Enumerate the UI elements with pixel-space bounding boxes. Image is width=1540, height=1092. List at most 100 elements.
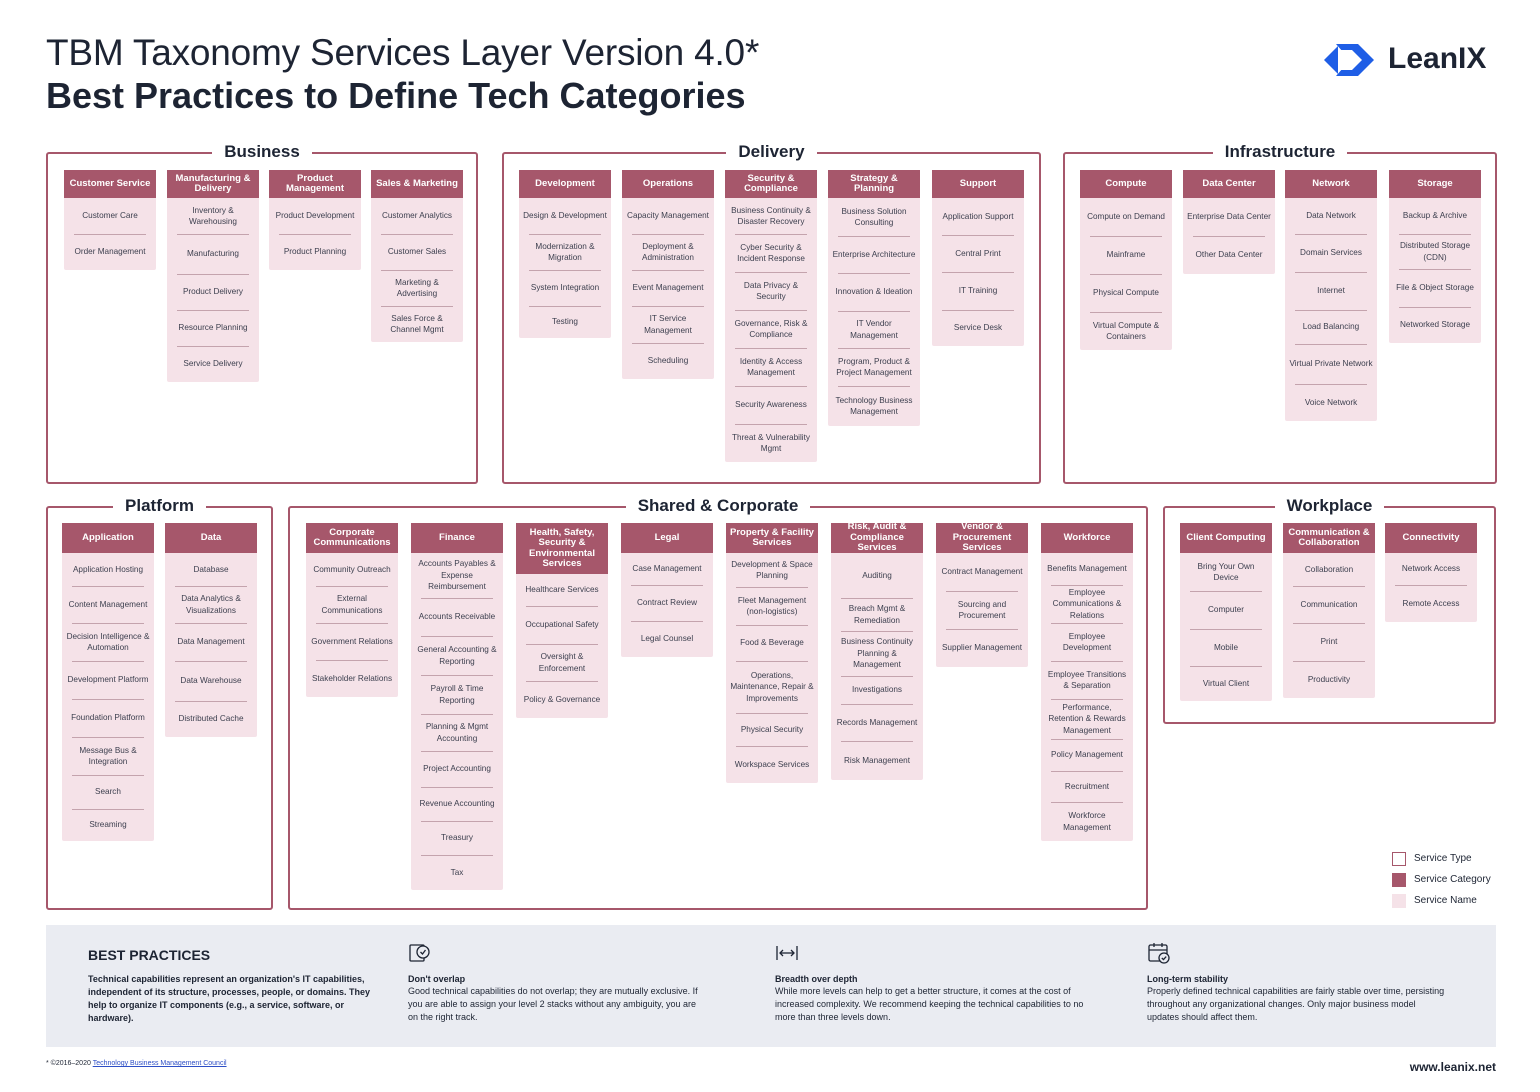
service-name-compute-on-demand[interactable]: Compute on Demand: [1087, 212, 1165, 222]
service-name-data-management[interactable]: Data Management: [165, 623, 257, 661]
service-category-title[interactable]: Workforce: [1041, 523, 1133, 553]
service-category-title[interactable]: Security & Compliance: [725, 170, 817, 198]
service-name-it-service-management[interactable]: IT Service Management: [622, 306, 714, 343]
leanix-logo[interactable]: LeanIX: [1322, 40, 1502, 82]
service-name-product-planning[interactable]: Product Planning: [269, 234, 361, 270]
service-name-recruitment[interactable]: Recruitment: [1041, 771, 1133, 802]
service-name-event-management[interactable]: Event Management: [622, 270, 714, 306]
service-name-product-delivery[interactable]: Product Delivery: [167, 274, 259, 310]
service-name-distributed-storage-cdn[interactable]: Distributed Storage (CDN): [1389, 234, 1481, 269]
service-name-domain-services[interactable]: Domain Services: [1285, 234, 1377, 272]
service-name-computer[interactable]: Computer: [1180, 591, 1272, 629]
service-name-healthcare-services[interactable]: Healthcare Services: [525, 585, 599, 595]
service-name-physical-compute[interactable]: Physical Compute: [1080, 274, 1172, 312]
service-name-modernization-and-migration[interactable]: Modernization & Migration: [519, 234, 611, 270]
service-category-title[interactable]: Health, Safety, Security & Environmental…: [516, 523, 608, 574]
service-name-foundation-platform[interactable]: Foundation Platform: [62, 699, 154, 737]
service-name-collaboration[interactable]: Collaboration: [1304, 564, 1354, 574]
service-name-it-vendor-management[interactable]: IT Vendor Management: [828, 311, 920, 348]
service-name-development-and-space-planning[interactable]: Development & Space Planning: [731, 559, 813, 581]
service-name-physical-security[interactable]: Physical Security: [726, 713, 818, 746]
service-name-benefits-management[interactable]: Benefits Management: [1047, 564, 1127, 574]
service-name-virtual-compute-and-containers[interactable]: Virtual Compute & Containers: [1080, 312, 1172, 350]
service-name-manufacturing[interactable]: Manufacturing: [167, 234, 259, 274]
service-name-application-hosting[interactable]: Application Hosting: [72, 564, 144, 574]
service-name-general-accounting-and-reporting[interactable]: General Accounting & Reporting: [411, 636, 503, 675]
service-name-employee-development[interactable]: Employee Development: [1041, 623, 1133, 661]
service-name-governance-risk-and-compliance[interactable]: Governance, Risk & Compliance: [725, 310, 817, 348]
service-category-title[interactable]: Storage: [1389, 170, 1481, 198]
service-name-search[interactable]: Search: [62, 775, 154, 809]
service-name-internet[interactable]: Internet: [1285, 272, 1377, 310]
service-name-risk-management[interactable]: Risk Management: [831, 741, 923, 780]
service-name-security-awareness[interactable]: Security Awareness: [725, 386, 817, 424]
service-name-threat-and-vulnerability-mgmt[interactable]: Threat & Vulnerability Mgmt: [725, 424, 817, 462]
service-name-data-network[interactable]: Data Network: [1306, 211, 1356, 221]
service-category-title[interactable]: Data: [165, 523, 257, 553]
service-name-communication[interactable]: Communication: [1283, 586, 1375, 623]
service-name-backup-and-archive[interactable]: Backup & Archive: [1402, 211, 1468, 221]
service-name-customer-care[interactable]: Customer Care: [82, 211, 138, 221]
service-name-employee-transitions-and-separation[interactable]: Employee Transitions & Separation: [1041, 661, 1133, 699]
service-name-central-print[interactable]: Central Print: [932, 235, 1024, 272]
service-name-investigations[interactable]: Investigations: [831, 676, 923, 704]
service-name-data-privacy-and-security[interactable]: Data Privacy & Security: [725, 272, 817, 310]
service-name-business-continuity-planning-and-management[interactable]: Business Continuity Planning & Managemen…: [831, 631, 923, 676]
service-category-title[interactable]: Product Management: [269, 170, 361, 198]
service-name-technology-business-management[interactable]: Technology Business Management: [828, 386, 920, 426]
service-category-title[interactable]: Legal: [621, 523, 713, 553]
service-name-design-and-development[interactable]: Design & Development: [523, 211, 607, 221]
service-name-system-integration[interactable]: System Integration: [519, 270, 611, 306]
service-name-auditing[interactable]: Auditing: [862, 570, 892, 580]
service-name-business-continuity-and-disaster-recovery[interactable]: Business Continuity & Disaster Recovery: [731, 205, 811, 227]
service-name-load-balancing[interactable]: Load Balancing: [1285, 310, 1377, 344]
service-name-stakeholder-relations[interactable]: Stakeholder Relations: [306, 660, 398, 697]
service-name-government-relations[interactable]: Government Relations: [306, 623, 398, 660]
service-name-fleet-management-non-logistics[interactable]: Fleet Management (non-logistics): [726, 587, 818, 625]
service-name-testing[interactable]: Testing: [519, 306, 611, 338]
service-name-order-management[interactable]: Order Management: [64, 234, 156, 270]
service-name-accounts-payables-and-expense-reimbursement[interactable]: Accounts Payables & Expense Reimbursemen…: [418, 559, 496, 592]
service-name-breach-mgmt-and-remediation[interactable]: Breach Mgmt & Remediation: [831, 598, 923, 631]
service-name-virtual-client[interactable]: Virtual Client: [1180, 666, 1272, 701]
service-name-print[interactable]: Print: [1283, 623, 1375, 661]
service-name-operations-maintenance-repair-and-improvements[interactable]: Operations, Maintenance, Repair & Improv…: [726, 661, 818, 713]
service-category-title[interactable]: Sales & Marketing: [371, 170, 463, 198]
service-name-food-and-beverage[interactable]: Food & Beverage: [726, 625, 818, 661]
service-name-message-bus-and-integration[interactable]: Message Bus & Integration: [62, 737, 154, 775]
service-name-records-management[interactable]: Records Management: [831, 704, 923, 741]
service-name-performance-retention-and-rewards-management[interactable]: Performance, Retention & Rewards Managem…: [1041, 699, 1133, 739]
service-category-title[interactable]: Customer Service: [64, 170, 156, 198]
service-name-service-desk[interactable]: Service Desk: [932, 310, 1024, 346]
service-name-legal-counsel[interactable]: Legal Counsel: [621, 621, 713, 657]
service-name-network-access[interactable]: Network Access: [1401, 564, 1461, 574]
service-category-title[interactable]: Development: [519, 170, 611, 198]
service-name-deployment-and-administration[interactable]: Deployment & Administration: [622, 234, 714, 270]
service-name-supplier-management[interactable]: Supplier Management: [936, 629, 1028, 667]
service-name-workspace-services[interactable]: Workspace Services: [726, 746, 818, 783]
service-name-program-product-and-project-management[interactable]: Program, Product & Project Management: [828, 348, 920, 386]
service-category-title[interactable]: Vendor & Procurement Services: [936, 522, 1028, 553]
service-name-enterprise-architecture[interactable]: Enterprise Architecture: [828, 236, 920, 273]
service-name-data-analytics-and-visualizations[interactable]: Data Analytics & Visualizations: [165, 586, 257, 623]
service-name-capacity-management[interactable]: Capacity Management: [627, 211, 709, 221]
service-name-bring-your-own-device[interactable]: Bring Your Own Device: [1197, 561, 1255, 583]
service-name-occupational-safety[interactable]: Occupational Safety: [516, 606, 608, 644]
service-name-application-support[interactable]: Application Support: [942, 211, 1014, 221]
service-name-project-accounting[interactable]: Project Accounting: [411, 751, 503, 787]
service-name-workforce-management[interactable]: Workforce Management: [1041, 802, 1133, 841]
service-name-voice-network[interactable]: Voice Network: [1285, 384, 1377, 421]
service-category-title[interactable]: Manufacturing & Delivery: [167, 170, 259, 198]
service-category-title[interactable]: Property & Facility Services: [726, 523, 818, 553]
service-category-title[interactable]: Application: [62, 523, 154, 553]
service-name-scheduling[interactable]: Scheduling: [622, 343, 714, 379]
service-name-sales-force-and-channel-mgmt[interactable]: Sales Force & Channel Mgmt: [371, 306, 463, 342]
service-name-other-data-center[interactable]: Other Data Center: [1183, 236, 1275, 274]
service-name-file-and-object-storage[interactable]: File & Object Storage: [1389, 269, 1481, 307]
service-category-title[interactable]: Finance: [411, 523, 503, 553]
service-name-case-management[interactable]: Case Management: [632, 564, 702, 574]
service-name-customer-analytics[interactable]: Customer Analytics: [381, 211, 453, 221]
service-name-policy-and-governance[interactable]: Policy & Governance: [516, 681, 608, 718]
service-category-title[interactable]: Connectivity: [1385, 523, 1477, 553]
service-name-content-management[interactable]: Content Management: [62, 586, 154, 623]
